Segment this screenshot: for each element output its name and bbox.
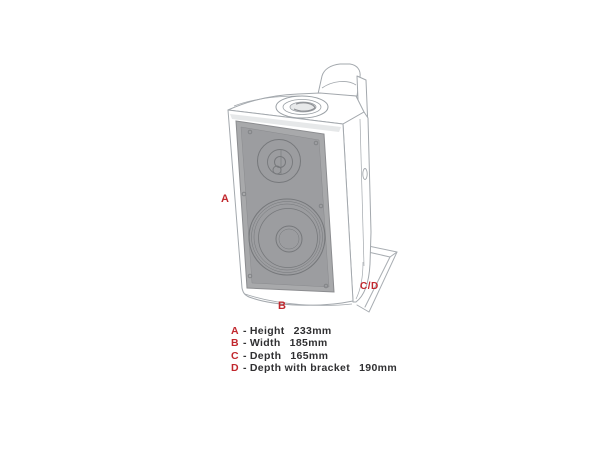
legend-value: 165mm bbox=[290, 349, 329, 362]
tweeter bbox=[257, 139, 301, 183]
legend-dash: - bbox=[243, 337, 247, 350]
label-width-b: B bbox=[278, 300, 286, 312]
legend-name: Width bbox=[249, 337, 281, 350]
cabinet-side bbox=[342, 111, 372, 303]
top-lip-shadow bbox=[230, 114, 341, 132]
legend-value: 185mm bbox=[289, 337, 328, 350]
grille-inner-panel bbox=[240, 126, 330, 288]
legend-letter: D bbox=[231, 362, 239, 375]
legend-letter: B bbox=[231, 337, 239, 350]
legend-row-width: B-Width 185mm bbox=[231, 337, 397, 349]
legend-row-depth: C-Depth 165mm bbox=[231, 350, 397, 362]
legend-dash: - bbox=[243, 349, 247, 362]
grille-screws bbox=[241, 129, 329, 289]
label-depth-cd: C/D bbox=[360, 281, 379, 292]
legend-row-depth-with-bracket: D-Depth with bracket 190mm bbox=[231, 362, 397, 374]
legend-name: Depth with bracket bbox=[249, 362, 351, 375]
legend-name: Depth bbox=[249, 349, 282, 362]
legend-dash: - bbox=[243, 325, 247, 337]
legend-value: 190mm bbox=[359, 362, 398, 375]
mount-knob bbox=[275, 95, 329, 119]
legend-row-height: A-Height 233mm bbox=[231, 325, 397, 337]
legend-name: Height bbox=[249, 325, 285, 337]
grille bbox=[235, 120, 335, 293]
legend-dash: - bbox=[243, 362, 247, 375]
label-height-a: A bbox=[221, 193, 229, 205]
side-slot bbox=[362, 168, 368, 180]
legend-letter: C bbox=[231, 349, 239, 362]
legend-value: 233mm bbox=[293, 325, 332, 337]
legend-letter: A bbox=[231, 325, 239, 337]
woofer bbox=[248, 198, 326, 276]
